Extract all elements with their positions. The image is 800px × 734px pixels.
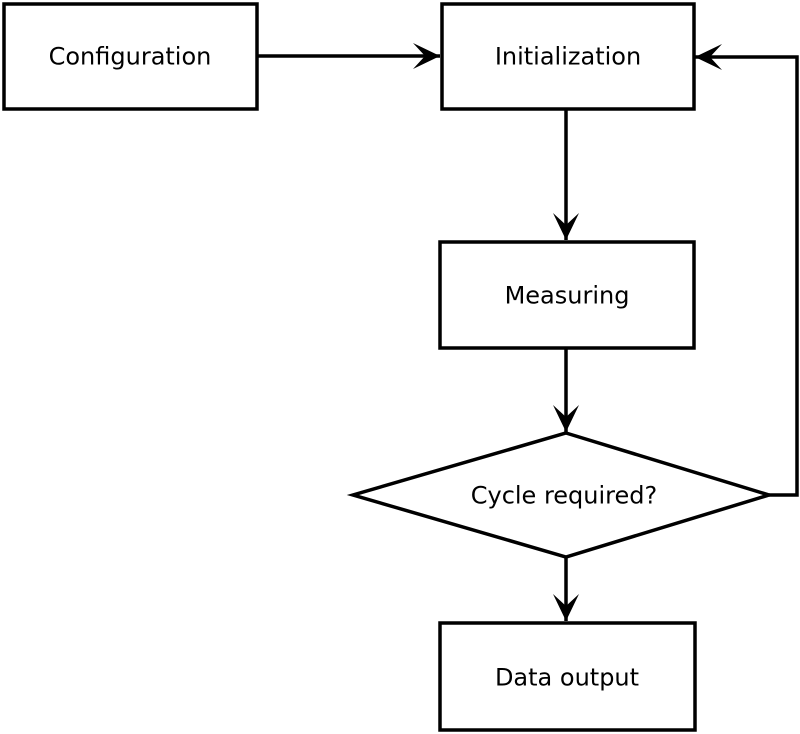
node-measuring-label: Measuring <box>505 281 630 309</box>
node-cycle-required-label: Cycle required? <box>471 481 658 509</box>
node-measuring <box>438 240 696 350</box>
node-data-output-label: Data output <box>495 663 639 691</box>
node-configuration-label: Configuration <box>49 42 212 70</box>
node-initialization-label: Initialization <box>495 42 641 70</box>
node-cycle-required <box>346 431 775 559</box>
node-configuration <box>2 2 259 111</box>
node-initialization <box>440 2 696 111</box>
node-data-output <box>438 621 697 732</box>
edge-cycle-required-loop-to-initialization <box>695 44 799 497</box>
